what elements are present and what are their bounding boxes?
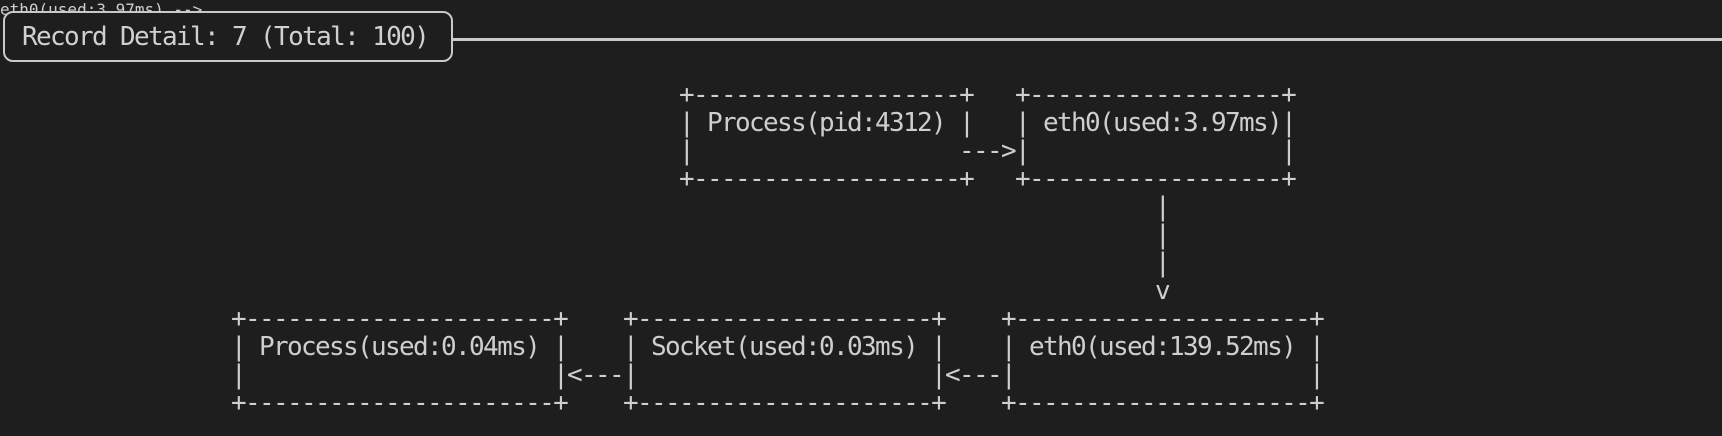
- node-eth0-outbound: +------------------+ | eth0(used:3.97ms)…: [1015, 80, 1297, 194]
- record-detail-title: Record Detail: 7 (Total: 100): [22, 21, 430, 52]
- node-process-pid: +-------------------+ | Process(pid:4312…: [679, 80, 975, 194]
- arrow-left-icon-2: <---: [945, 360, 1003, 390]
- node-process-used: +----------------------+ | Process(used:…: [231, 304, 569, 418]
- node-socket: +---------------------+ | Socket(used:0.…: [623, 304, 947, 418]
- arrow-right-icon: --->: [959, 136, 1017, 166]
- panel-top-border: [448, 38, 1722, 41]
- arrow-down-icon: | | | v: [1155, 192, 1171, 306]
- node-eth0-inbound: +---------------------+ | eth0(used:139.…: [1001, 304, 1325, 418]
- record-detail-tab: Record Detail: 7 (Total: 100): [3, 11, 453, 62]
- arrow-left-icon-1: <---: [567, 360, 625, 390]
